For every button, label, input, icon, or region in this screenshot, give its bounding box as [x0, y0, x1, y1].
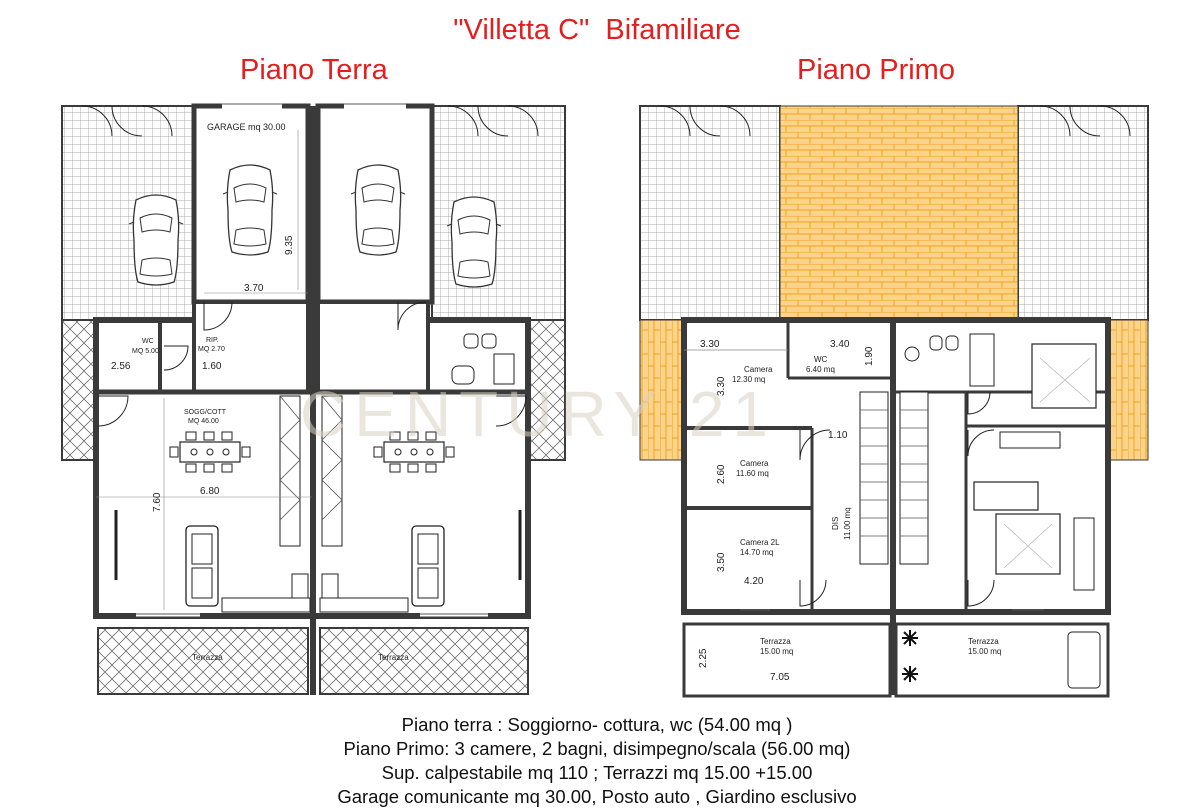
- terrace-left-width: 7.05: [770, 672, 790, 683]
- camera1-area: 12.30 mq: [732, 375, 765, 384]
- wc-width: 2.56: [111, 361, 131, 372]
- living-width: 6.80: [200, 486, 220, 497]
- wc-length-first: 1.90: [864, 346, 875, 366]
- camera1-width: 3.30: [700, 339, 720, 350]
- rip-width: 1.60: [202, 361, 222, 372]
- camera3-area: 14.70 mq: [740, 548, 773, 557]
- first-floor-title: Piano Primo: [797, 54, 955, 86]
- living-label: SOGG/COTT: [184, 409, 227, 416]
- wc-area: MQ 5.00: [132, 348, 159, 355]
- camera3-label: Camera 2L: [740, 538, 780, 547]
- terrace-right-area: 15.00 mq: [968, 647, 1001, 656]
- terrace-left-label: Terrazza: [192, 653, 223, 662]
- camera1-length: 3.30: [716, 376, 727, 396]
- summary-line-4: Garage comunicante mq 30.00, Posto auto …: [337, 786, 857, 807]
- ground-floor-title: Piano Terra: [240, 54, 388, 86]
- summary-line-2: Piano Primo: 3 camere, 2 bagni, disimpeg…: [343, 738, 851, 759]
- watermark: CENTURY 21: [300, 378, 776, 450]
- wc-label-first: WC: [814, 355, 828, 364]
- wc-width-first: 3.40: [830, 339, 850, 350]
- camera1-label: Camera: [744, 365, 773, 374]
- garage-label: GARAGE mq 30.00: [207, 122, 286, 132]
- wc-label: WC: [142, 338, 154, 345]
- camera2-length: 2.60: [716, 464, 727, 484]
- ground-floor-plan: GARAGE mq 30.00 9.35 3.70 WC MQ 5.00 2.5…: [61, 103, 566, 695]
- dis-area: 11.00 mq: [843, 507, 852, 540]
- terrace-left-area: 15.00 mq: [760, 647, 793, 656]
- terrace-right-label-first: Terrazza: [968, 637, 999, 646]
- terrace-left-depth: 2.25: [698, 648, 709, 668]
- terrace-right-label: Terrazza: [378, 653, 409, 662]
- dis-label: DIS: [831, 517, 840, 530]
- summary-line-1: Piano terra : Soggiorno- cottura, wc (54…: [401, 714, 793, 735]
- terrace-left-label-first: Terrazza: [760, 637, 791, 646]
- garage-length: 9.35: [284, 235, 295, 255]
- plan-title: "Villetta C" Bifamiliare: [453, 14, 741, 46]
- garage-width: 3.70: [244, 283, 264, 294]
- camera2-label: Camera: [740, 459, 769, 468]
- living-length: 7.60: [152, 492, 163, 512]
- rip-label: RIP.: [206, 337, 219, 344]
- wc-area-first: 6.40 mq: [806, 365, 835, 374]
- dim-1-10: 1.10: [828, 430, 848, 441]
- living-area: MQ 46.00: [188, 418, 219, 425]
- camera3-width: 4.20: [744, 576, 764, 587]
- first-floor-plan: 3.30 Camera 12.30 mq 3.30 3.40 WC 6.40 m…: [639, 105, 1149, 698]
- camera3-length: 3.50: [716, 552, 727, 572]
- summary-line-3: Sup. calpestabile mq 110 ; Terrazzi mq 1…: [381, 762, 813, 783]
- rip-area: MQ 2.70: [198, 346, 225, 353]
- camera2-area: 11.60 mq: [736, 469, 769, 478]
